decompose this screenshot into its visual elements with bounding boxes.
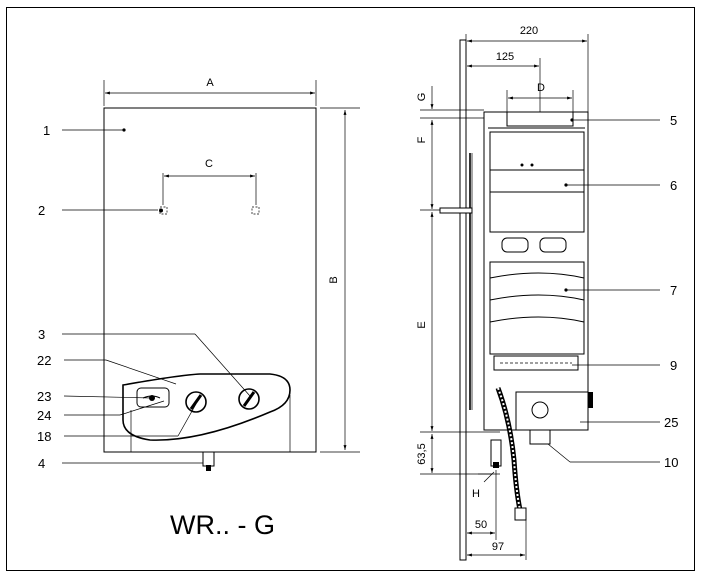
leader-6-dot (564, 183, 568, 187)
gas-knob (185, 391, 207, 413)
coil-2 (489, 294, 585, 301)
flex-hose-braid (497, 387, 521, 511)
callout-2: 2 (38, 203, 45, 218)
leader-24b (119, 400, 165, 416)
leader-22b (105, 359, 177, 385)
leader-1-dot (122, 128, 126, 132)
valve-body (531, 401, 549, 419)
callout-25: 25 (664, 415, 678, 430)
pipe-bend-right (539, 237, 567, 253)
water-knob (238, 388, 260, 410)
dim-220-label: 220 (520, 25, 538, 37)
exchanger-rivet-2 (530, 163, 534, 167)
pipe-bend-left (501, 237, 529, 253)
callout-10: 10 (664, 455, 678, 470)
flue-hood (506, 111, 574, 127)
callout-1: 1 (43, 123, 50, 138)
water-knob-grip (242, 391, 256, 407)
gas-knob-grip (189, 394, 203, 410)
outlet-pipe (202, 451, 215, 467)
heat-exchanger (489, 131, 585, 233)
wall-plate (459, 39, 467, 561)
callout-24: 24 (37, 408, 51, 423)
wall-bracket (439, 207, 473, 214)
callout-22: 22 (37, 353, 51, 368)
mounting-hole-right (251, 206, 260, 215)
dim-125-label: 125 (496, 51, 514, 63)
callout-4: 4 (38, 456, 45, 471)
dim-bottom-label: 63,5 (416, 443, 428, 464)
leader-5-dot (570, 118, 574, 122)
exchanger-rivet-1 (520, 163, 524, 167)
leader-18b (177, 403, 197, 437)
coil-3 (489, 316, 585, 323)
dim-d-label: D (537, 82, 545, 94)
leader-3b (194, 333, 251, 397)
front-view: A C B (37, 77, 360, 540)
burner (493, 355, 579, 371)
dim-h-label: H (472, 488, 480, 500)
dim-a-label: A (206, 77, 214, 89)
drawing-frame (6, 7, 695, 571)
control-panel (122, 373, 291, 441)
dim-e-label: E (416, 321, 428, 328)
callout-7: 7 (670, 283, 677, 298)
heater-body (483, 111, 589, 431)
gas-connection (529, 429, 551, 445)
dim-b-label: B (328, 276, 340, 283)
callout-18: 18 (37, 429, 51, 444)
leader-23 (63, 395, 153, 399)
hose-fitting (514, 507, 527, 521)
gas-valve (515, 391, 589, 431)
dim-c-label: C (205, 158, 213, 170)
dim-f-label: F (416, 136, 428, 143)
mounting-hole-marker (159, 208, 163, 213)
dim-50-label: 50 (475, 519, 487, 531)
leader-10a (547, 443, 571, 463)
outlet-pipe-end (206, 465, 211, 471)
dim-97-label: 97 (492, 541, 504, 553)
leader-7-dot (564, 288, 568, 292)
dim-g-label: G (416, 93, 428, 102)
callout-6: 6 (670, 178, 677, 193)
callout-23: 23 (37, 389, 51, 404)
callout-9: 9 (670, 358, 677, 373)
dim-h-leader (483, 471, 495, 483)
valve-knob-stub (588, 392, 593, 408)
model-label: WR.. - G (170, 510, 275, 540)
callout-3: 3 (38, 327, 45, 342)
combustion-chamber (489, 261, 585, 355)
water-outlet-end (493, 462, 499, 468)
side-view: 220 125 D G F E 63,5 (416, 25, 678, 561)
callout-5: 5 (670, 113, 677, 128)
coil-1 (489, 272, 585, 279)
